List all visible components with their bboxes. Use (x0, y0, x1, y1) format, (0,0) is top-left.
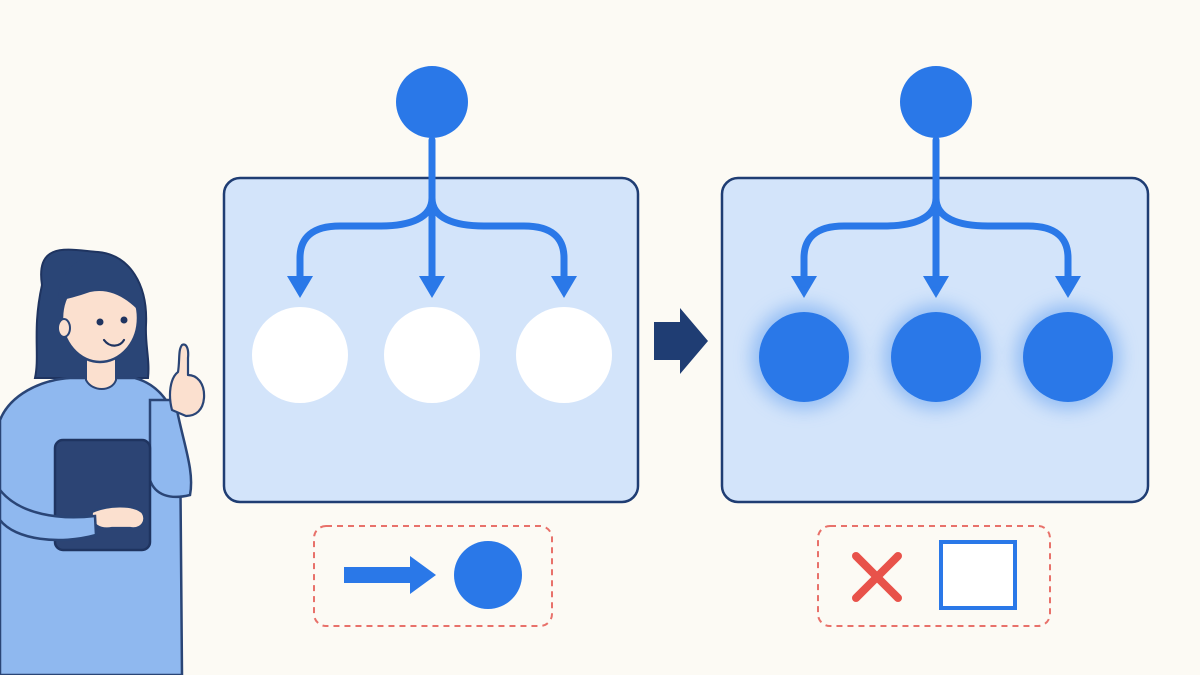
filled-circle-icon (454, 541, 522, 609)
legend-right-dashed-box (817, 525, 1051, 627)
ear (57, 318, 71, 338)
panel-after-arrowheads (791, 276, 1081, 298)
transition-arrow-icon (654, 308, 708, 374)
panel-before (222, 66, 640, 504)
panel-before-output-node-3 (516, 307, 612, 403)
panel-after-output-node-1 (759, 312, 849, 402)
panel-after (720, 66, 1150, 504)
panel-after-output-node-3 (1023, 312, 1113, 402)
eye-left (96, 318, 104, 326)
legend-left-dashed-box (313, 525, 553, 627)
holding-hand (90, 505, 146, 530)
hair-bangs (58, 255, 141, 312)
legend-right (817, 525, 1051, 627)
panel-after-source-node (900, 66, 972, 138)
legend-left (313, 525, 553, 627)
panel-after-branch-arrows (800, 136, 1072, 284)
panel-before-output-node-1 (252, 307, 348, 403)
panel-before-branch-arrows (296, 136, 568, 284)
lower-arm (0, 488, 98, 542)
eye-right (120, 316, 128, 324)
panel-before-source-node (396, 66, 468, 138)
raised-arm (148, 398, 193, 499)
panel-before-arrowheads (287, 276, 577, 298)
panel-before-output-node-2 (384, 307, 480, 403)
arrow-right-icon (344, 556, 436, 594)
cross-icon (852, 552, 902, 602)
pointing-hand (168, 343, 206, 418)
panel-after-output-node-2 (891, 312, 981, 402)
empty-square-icon (939, 540, 1017, 610)
smile (102, 338, 126, 347)
person-icon (0, 248, 206, 675)
